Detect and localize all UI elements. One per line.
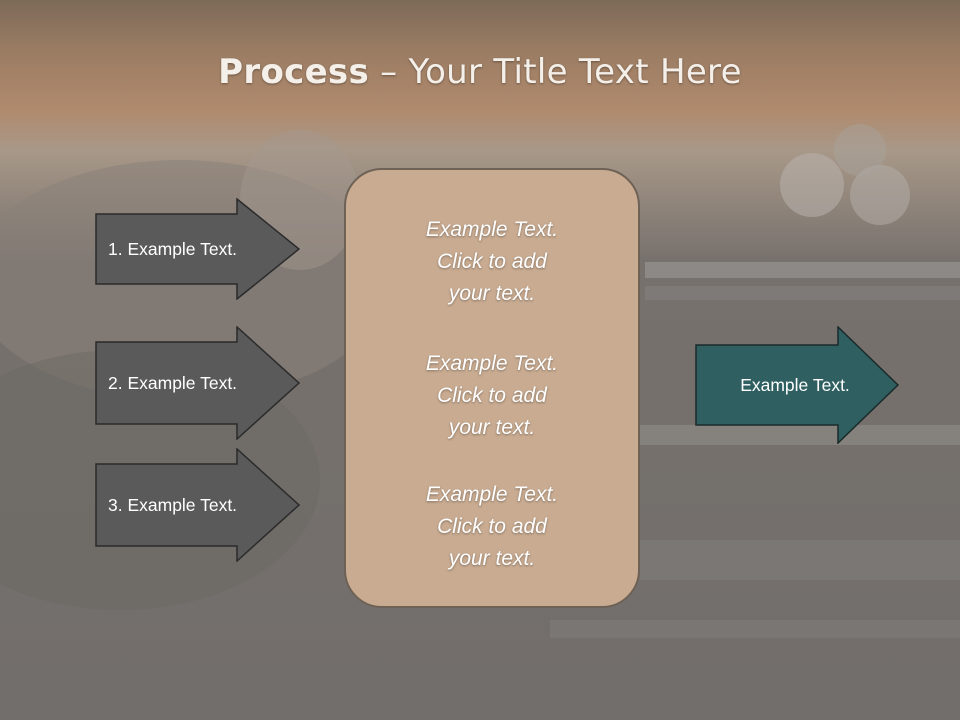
result-label: Example Text. xyxy=(740,374,850,395)
center-text-block-2[interactable]: Example Text. Click to add your text. xyxy=(425,352,559,439)
step-arrow-2[interactable]: 2. Example Text. xyxy=(95,326,300,440)
arrow-shape-icon xyxy=(95,326,300,440)
arrow-shape-icon xyxy=(95,198,300,300)
slide-title[interactable]: Process – Your Title Text Here xyxy=(0,52,960,92)
step-label-1: 1. Example Text. xyxy=(108,238,238,259)
step-label-3: 3. Example Text. xyxy=(108,494,238,515)
title-bold: Process xyxy=(218,52,370,92)
title-rest: – Your Title Text Here xyxy=(369,52,742,92)
arrow-shape-icon xyxy=(95,448,300,562)
center-text-block-3[interactable]: Example Text. Click to add your text. xyxy=(425,483,559,570)
step-arrow-3[interactable]: 3. Example Text. xyxy=(95,448,300,562)
center-text-block-1[interactable]: Example Text. Click to add your text. xyxy=(425,218,559,305)
result-arrow[interactable]: Example Text. xyxy=(695,326,900,444)
step-arrow-1[interactable]: 1. Example Text. xyxy=(95,198,300,300)
step-label-2: 2. Example Text. xyxy=(108,372,238,393)
center-text-box[interactable]: Example Text. Click to add your text. Ex… xyxy=(344,168,640,608)
arrow-shape-icon xyxy=(695,326,900,444)
